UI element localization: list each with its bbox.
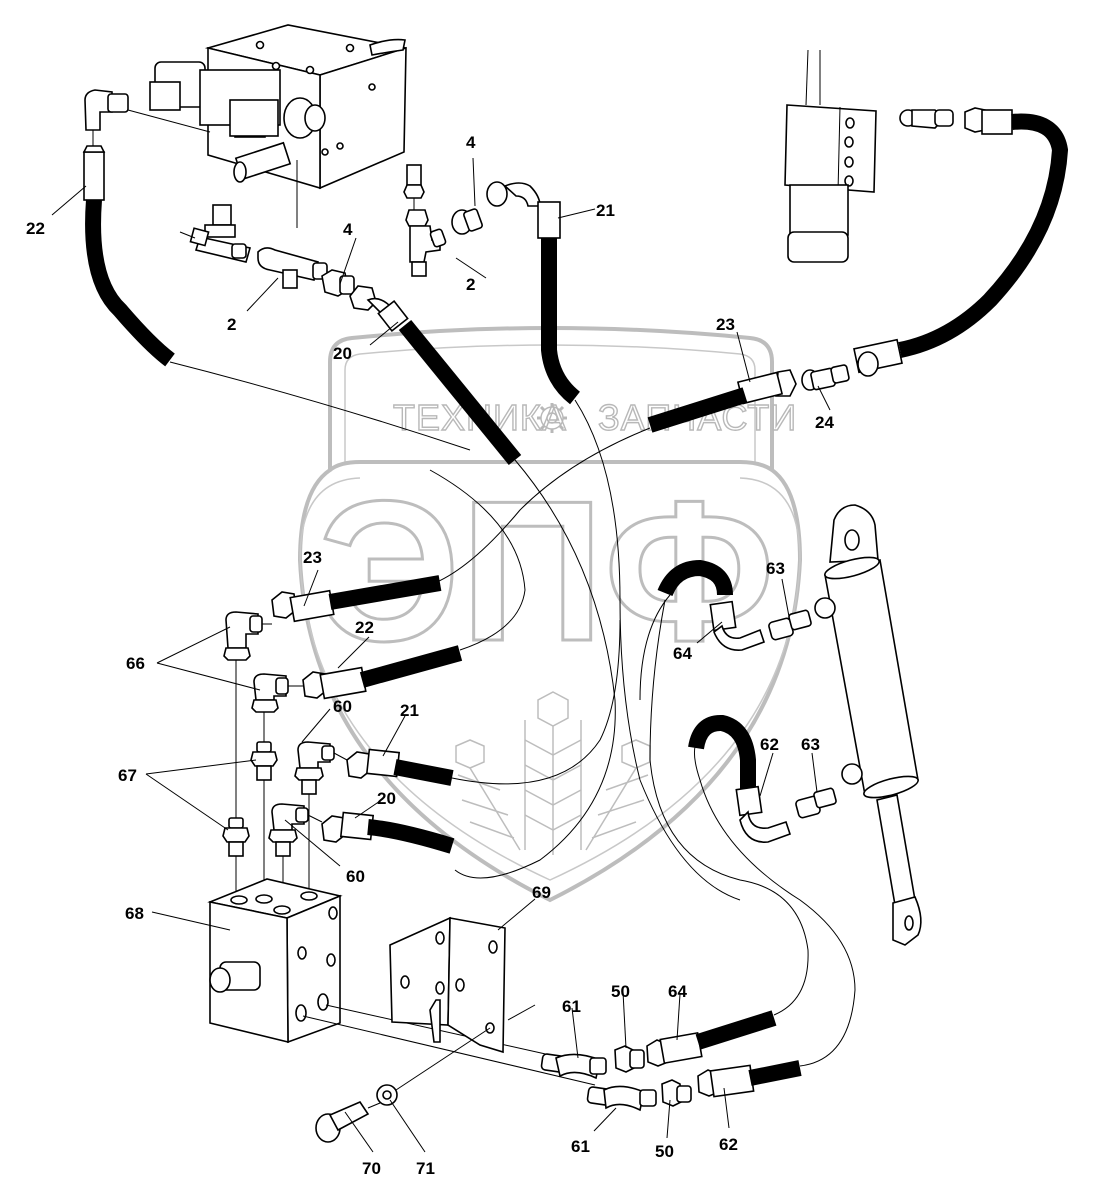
adapter-fitting-63-lower <box>795 787 837 819</box>
adapter-fitting-67-lower <box>222 660 250 895</box>
hose-23-lower <box>271 575 442 623</box>
callout-64: 64 <box>673 644 692 663</box>
callout-61: 61 <box>571 1137 590 1156</box>
callout-20: 20 <box>333 344 352 363</box>
callout-66: 66 <box>126 654 145 673</box>
callout-2: 2 <box>466 275 475 294</box>
callout-67: 67 <box>118 766 137 785</box>
callout-61: 61 <box>562 997 581 1016</box>
hose-21-upper <box>486 181 741 901</box>
callout-22: 22 <box>355 618 374 637</box>
tee-fitting-2-right <box>403 164 447 277</box>
distribution-block-68 <box>207 878 596 1086</box>
hose-22-upper <box>82 145 471 451</box>
callout-71: 71 <box>416 1159 435 1178</box>
callout-60: 60 <box>346 867 365 886</box>
adapter-fitting-50-upper <box>614 1045 645 1073</box>
callout-62: 62 <box>719 1135 738 1154</box>
elbow-fitting-top-right <box>899 109 954 129</box>
callout-4: 4 <box>343 220 353 239</box>
callout-20: 20 <box>377 789 396 808</box>
hose-64-upper <box>639 559 766 701</box>
callout-64: 64 <box>668 982 687 1001</box>
callout-63: 63 <box>801 735 820 754</box>
hose-62-lower <box>694 739 856 1098</box>
callout-50: 50 <box>655 1142 674 1161</box>
callout-2: 2 <box>227 315 236 334</box>
callout-23: 23 <box>303 548 322 567</box>
mounting-bracket-69 <box>389 916 536 1054</box>
callout-69: 69 <box>532 883 551 902</box>
watermark-shield-inner <box>344 344 756 462</box>
adapter-fitting-50-lower <box>661 1079 692 1107</box>
callout-60: 60 <box>333 697 352 716</box>
callout-21: 21 <box>596 201 615 220</box>
hose-62-upper <box>688 715 792 843</box>
adapter-fitting-24 <box>801 364 850 391</box>
adapter-fitting-63-upper <box>768 609 812 641</box>
elbow-fitting-66-lower <box>251 673 303 713</box>
adapter-fitting-4-left <box>321 269 355 297</box>
hose-23-upper <box>429 369 797 586</box>
bolt-70 <box>315 1101 381 1143</box>
adapter-fitting-4-right <box>451 208 483 235</box>
elbow-fitting-60-upper <box>294 741 348 895</box>
callout-24: 24 <box>815 413 834 432</box>
hose-20-upper <box>349 285 616 879</box>
hose-22-lower <box>302 469 526 700</box>
hose-64-lower <box>646 599 809 1067</box>
callout-62: 62 <box>760 735 779 754</box>
callout-70: 70 <box>362 1159 381 1178</box>
valve-block-solenoid <box>149 24 407 228</box>
hose-top-right <box>853 107 1069 377</box>
callout-50: 50 <box>611 982 630 1001</box>
leader-lines <box>51 157 831 1153</box>
hose-20-lower <box>321 811 455 854</box>
gear-icon <box>537 403 567 433</box>
hose-21-lower <box>346 619 621 786</box>
callout-labels: 22 2 4 20 4 2 21 23 24 23 22 66 60 21 67… <box>26 133 834 1178</box>
adapter-fitting-67-upper <box>250 712 278 895</box>
elbow-fitting-upper-left <box>84 89 211 150</box>
elbow-fitting-61-upper <box>540 1053 607 1080</box>
callout-4: 4 <box>466 133 476 152</box>
washer-71 <box>376 1027 491 1106</box>
watermark-wheat-icon <box>455 691 651 855</box>
hydraulic-cylinder <box>814 504 922 946</box>
callout-23: 23 <box>716 315 735 334</box>
callout-21: 21 <box>400 701 419 720</box>
callout-63: 63 <box>766 559 785 578</box>
elbow-fitting-66-upper <box>223 611 272 661</box>
callout-22: 22 <box>26 219 45 238</box>
tee-fitting-2-left <box>179 204 328 289</box>
callout-68: 68 <box>125 904 144 923</box>
elbow-fitting-61-lower <box>586 1085 657 1112</box>
valve-housing-top-right <box>784 49 877 263</box>
